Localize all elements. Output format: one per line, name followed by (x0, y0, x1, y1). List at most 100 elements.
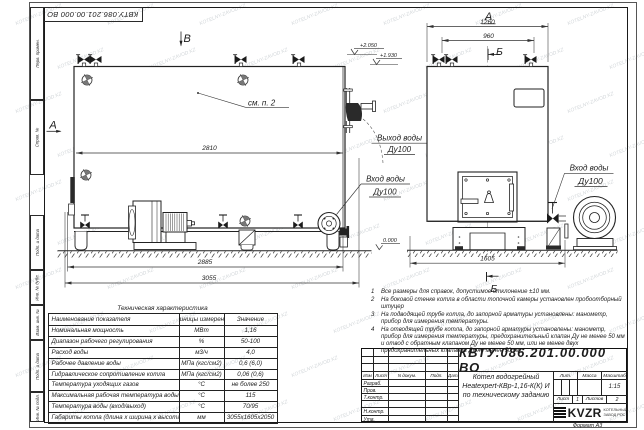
title-block-cell (374, 349, 389, 357)
tech-table-cell: 50-100 (240, 337, 261, 345)
title-block-cell (389, 386, 426, 394)
valve-icon (232, 54, 248, 68)
title-block-cell (389, 401, 426, 409)
inlet-valve (546, 201, 569, 250)
tech-table-cell: МПа (кгс/см2) (180, 369, 225, 380)
margin-stamp: Подп. и дата (30, 340, 44, 392)
title-block-cell (362, 356, 374, 365)
svg-text:Вход воды: Вход воды (570, 164, 609, 173)
title-block-cell (426, 393, 448, 402)
title-block-cell (448, 401, 459, 409)
tech-table-cell: Гидравлическое сопротивление котла (49, 369, 180, 380)
title-block-cell: Лит. (554, 372, 578, 380)
svg-text:Вход воды: Вход воды (366, 175, 405, 184)
title-block-cell: Масса (578, 372, 602, 380)
title-block-cell: Лист (554, 396, 573, 404)
inlet-label-side: Вход воды Ду100 (336, 175, 410, 215)
tech-table-cell: °С (180, 380, 225, 391)
svg-text:960: 960 (483, 33, 494, 40)
title-block-cell (448, 408, 459, 416)
wall-bracket (70, 177, 75, 203)
note-number: 2 (371, 296, 375, 303)
inlet-label-front: Вход воды Ду100 (551, 164, 614, 210)
tech-table-cell: Номинальная мощность (49, 326, 180, 336)
svg-text:+1.930: +1.930 (380, 53, 398, 59)
tech-table-cell: Диапазон рабочего регулирования (49, 336, 180, 347)
tech-table-cell: МПа (кгс/см2) (180, 358, 225, 369)
note-text: На отводящей трубе котла, до запорной ар… (381, 326, 625, 355)
svg-text:2810: 2810 (201, 145, 217, 152)
product-name-line: Котел водогрейный (472, 374, 540, 381)
title-block-col-header: Дата (448, 372, 459, 380)
title-block-col-header: Подп. (426, 372, 448, 380)
see-note-label: см. п. 2 (197, 92, 289, 108)
svg-text:Ду100: Ду100 (372, 188, 397, 197)
title-block-doc-number: КВТУ.086.201.00.000 ВО (459, 349, 628, 372)
margin-stamp: Перв. примен. (30, 7, 44, 100)
svg-text:Выход воды: Выход воды (377, 134, 422, 143)
title-block-cell (448, 386, 459, 394)
title-block-sheets-num: 2 (607, 396, 628, 404)
title-block-cell (389, 379, 426, 387)
title-block-cell (426, 379, 448, 387)
valve-icon (87, 54, 103, 68)
tech-table-cell: 3055х1605х2050 (226, 414, 275, 422)
svg-text:В: В (184, 33, 191, 45)
tech-table-row: Габариты котла (длина х ширина х высота)… (49, 413, 277, 424)
svg-text:Б: Б (496, 46, 503, 58)
tech-table-header-cell: Единицы измерения (180, 314, 225, 325)
title-block-cell (426, 408, 448, 416)
title-block-cell (362, 364, 374, 372)
tech-table-header: Наименование показателяЕдиницы измерения… (48, 314, 277, 326)
org-name-line: КОТЕЛЬНЫЙ (603, 408, 628, 413)
note-text: На боковой стенке котла в области топочн… (381, 296, 622, 310)
title-block-cell (374, 356, 389, 365)
kvzr-logo-text: KVZR (567, 405, 602, 420)
title-block-cell (426, 356, 448, 365)
level-mark-zero: 0.000 (375, 238, 400, 251)
valve-icon (443, 54, 459, 68)
furnace-door (457, 171, 518, 223)
title-block-row-label: Пров. (362, 386, 389, 394)
product-name-line: Heatexpert-КВр-1,16-К(К) И (462, 382, 550, 390)
title-block-cell (448, 415, 459, 423)
title-block-cell (448, 349, 459, 357)
title-block-cell (448, 393, 459, 402)
valve-icon (522, 54, 538, 68)
note-number: 4 (371, 326, 375, 333)
title-block-cell (374, 364, 389, 372)
title-block-row-label: Т.контр. (362, 393, 389, 402)
svg-text:+2.050: +2.050 (360, 43, 378, 49)
dim-front-width: 1260 (426, 19, 549, 62)
title-block-cell (562, 379, 570, 396)
tech-table-header-cell: Значение (236, 315, 265, 323)
note-number: 3 (371, 311, 375, 318)
outlet-pipe (343, 88, 384, 164)
tech-table-title: Техническая характеристика (117, 305, 208, 312)
title-block-row-label (362, 401, 389, 409)
side-box (513, 88, 545, 108)
view-marker-a: А (46, 120, 62, 133)
inlet-flange (317, 211, 341, 236)
title-block-cell (578, 379, 602, 396)
note-text: Все размеры для справок, допустимое откл… (381, 288, 551, 295)
margin-stamp: Инв. № дубл. (30, 270, 44, 305)
tech-table: Наименование показателяЕдиницы измерения… (47, 313, 278, 425)
blower (572, 195, 617, 251)
dim-front-base: 1605 (409, 236, 566, 268)
view-title-a: А (484, 11, 492, 23)
svg-text:А: А (48, 120, 56, 132)
title-block-row-label: Разраб. (362, 379, 389, 387)
tech-table-header-cell: Наименование показателя (49, 314, 180, 325)
